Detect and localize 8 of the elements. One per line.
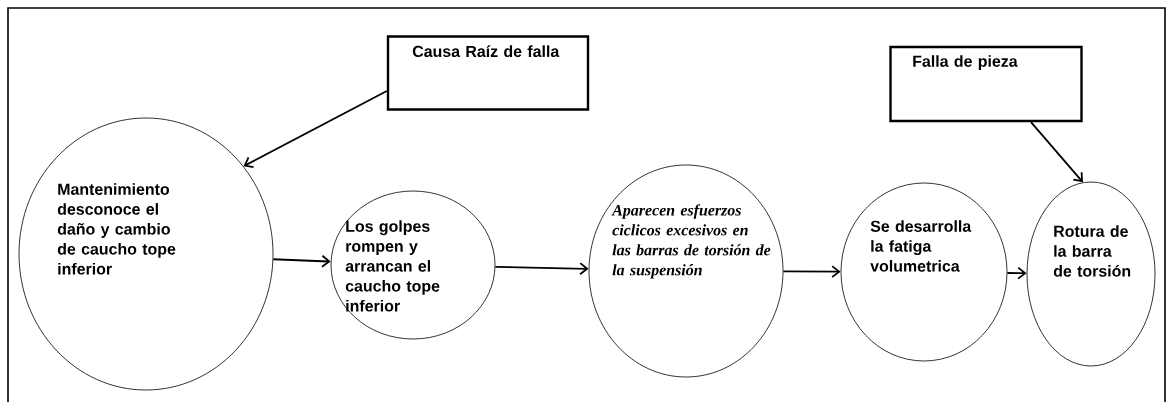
arrow [1030,121,1083,183]
text-box: Falla de pieza [889,45,1083,123]
arrow [272,254,331,268]
arrow [494,262,589,276]
arrow [782,265,841,278]
text-box: Causa Raíz de falla [386,35,590,111]
arrow [243,90,388,169]
arrow [1006,266,1027,280]
